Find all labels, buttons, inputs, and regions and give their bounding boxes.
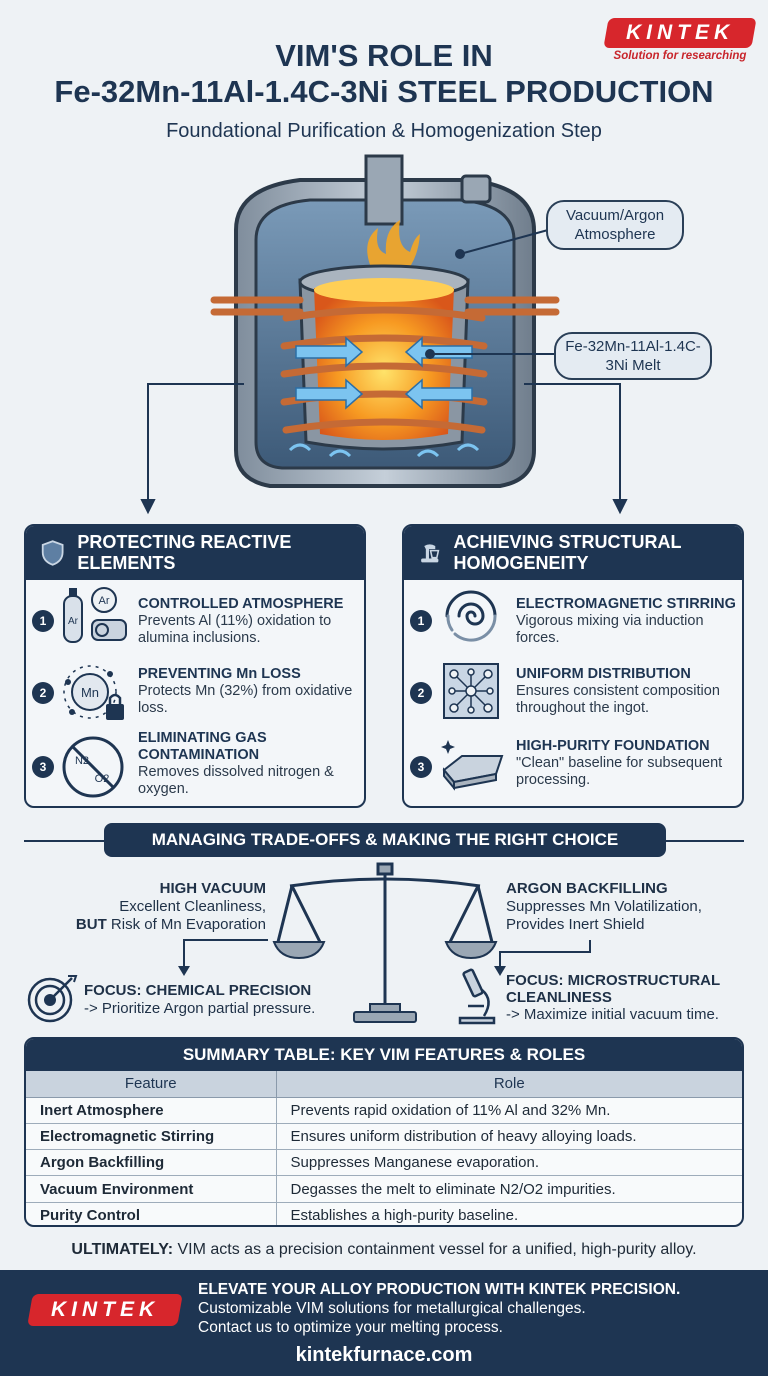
item-number: 3 — [32, 756, 54, 778]
item-number: 3 — [410, 756, 432, 778]
shield-icon — [41, 540, 64, 566]
gas-cylinder-pump-icon: Ar Ar — [63, 587, 127, 643]
tradeoff-banner: MANAGING TRADE-OFFS & MAKING THE RIGHT C… — [104, 823, 666, 857]
focus-chemical-precision: FOCUS: CHEMICAL PRECISION -> Prioritize … — [84, 982, 374, 1018]
target-icon — [27, 975, 78, 1023]
ultimately-statement: ULTIMATELY: VIM acts as a precision cont… — [0, 1241, 768, 1259]
tradeoff-arrows — [178, 939, 591, 976]
panel-title: PROTECTING REACTIVE ELEMENTS — [77, 532, 292, 573]
table-row: Argon Backfilling Suppresses Manganese e… — [26, 1149, 742, 1177]
table-cell-role: Establishes a high-purity baseline. — [290, 1207, 519, 1225]
item-desc: Protects Mn (32%) from oxidative loss. — [138, 683, 353, 716]
table-title: SUMMARY TABLE: KEY VIM FEATURES & ROLES — [26, 1039, 742, 1071]
vim-furnace-illustration — [140, 154, 628, 515]
item-desc: Ensures consistent composition throughou… — [516, 683, 720, 716]
footer-url-link[interactable]: kintekfurnace.com — [295, 1344, 473, 1366]
swirl-icon — [445, 590, 497, 642]
high-vacuum-block: HIGH VACUUM Excellent Cleanliness, BUT R… — [40, 880, 266, 934]
footer-line2: Contact us to optimize your melting proc… — [198, 1319, 503, 1336]
mn-atom-lock-icon: Mn — [63, 665, 124, 720]
table-row: Vacuum Environment Degasses the melt to … — [26, 1175, 742, 1203]
item-desc: Vigorous mixing via induction forces. — [516, 613, 704, 646]
high-vacuum-title: HIGH VACUUM — [159, 880, 266, 897]
callout-atmosphere: Vacuum/Argon Atmosphere — [546, 200, 684, 250]
table-cell-feature: Purity Control — [26, 1202, 277, 1225]
argon-line1: Suppresses Mn Volatilization, — [506, 898, 702, 915]
icon-label-o2: O2 — [95, 773, 110, 785]
balance-scale-icon — [272, 862, 498, 1023]
no-n2-o2-icon: N2 O2 — [62, 736, 124, 798]
page-title-line2: Fe-32Mn-11Al-1.4C-3Ni STEEL PRODUCTION — [54, 74, 714, 109]
ultimately-lead: ULTIMATELY: — [71, 1241, 174, 1258]
vacuum-port — [460, 174, 492, 204]
footer-line1: Customizable VIM solutions for metallurg… — [198, 1300, 586, 1317]
mixer-icon — [421, 544, 440, 563]
table-row: Inert Atmosphere Prevents rapid oxidatio… — [26, 1097, 742, 1124]
icon-label-ar: Ar — [99, 595, 110, 607]
focus-right-desc: -> Maximize initial vacuum time. — [506, 1006, 719, 1023]
high-vacuum-line2: Risk of Mn Evaporation — [110, 916, 266, 933]
item-desc: Removes dissolved nitrogen & oxygen. — [138, 764, 334, 797]
charging-pipe — [364, 154, 404, 226]
argon-title: ARGON BACKFILLING — [506, 880, 668, 897]
panel-title: ACHIEVING STRUCTURAL HOMOGENEITY — [453, 532, 682, 573]
focus-microstructural-cleanliness: FOCUS: MICROSTRUCTURAL CLEANLINESS -> Ma… — [506, 972, 746, 1023]
icon-label-ar: Ar — [68, 616, 79, 627]
footer-logo-text: KINTEK — [50, 1298, 160, 1321]
kintek-logo[interactable]: KINTEK Solution for researching — [603, 18, 757, 64]
stirring-arrows — [295, 336, 473, 410]
focus-right-title: FOCUS: MICROSTRUCTURAL CLEANLINESS — [506, 972, 720, 1006]
item-title: PREVENTING Mn LOSS — [138, 666, 301, 682]
microscope-icon — [458, 968, 496, 1025]
callout-melt: Fe-32Mn-11Al-1.4C-3Ni Melt — [554, 332, 712, 380]
induction-coil — [210, 296, 560, 434]
table-cell-feature: Inert Atmosphere — [26, 1097, 277, 1124]
logo-tagline: Solution for researching — [613, 50, 747, 62]
flame-icon — [367, 220, 420, 274]
item-number: 2 — [32, 682, 54, 704]
ultimately-text: VIM acts as a precision containment vess… — [177, 1241, 697, 1258]
focus-left-desc: -> Prioritize Argon partial pressure. — [84, 1000, 316, 1017]
item-title: UNIFORM DISTRIBUTION — [516, 666, 691, 682]
table-cell-feature: Argon Backfilling — [26, 1149, 277, 1177]
focus-left-title: FOCUS: CHEMICAL PRECISION — [84, 982, 312, 999]
table-cell-feature: Electromagnetic Stirring — [26, 1123, 277, 1151]
argon-line2: Provides Inert Shield — [506, 916, 645, 933]
table-row: Electromagnetic Stirring Ensures uniform… — [26, 1123, 742, 1151]
footer-text-block: ELEVATE YOUR ALLOY PRODUCTION WITH KINTE… — [198, 1280, 758, 1337]
table-cell-feature: Vacuum Environment — [26, 1175, 277, 1203]
summary-table: SUMMARY TABLE: KEY VIM FEATURES & ROLES … — [24, 1037, 744, 1227]
item-title: ELECTROMAGNETIC STIRRING — [516, 596, 736, 612]
item-title: ELIMINATING GAS CONTAMINATION — [138, 730, 267, 763]
ingot-icon — [441, 740, 504, 791]
table-cell-role: Degasses the melt to eliminate N2/O2 imp… — [276, 1175, 742, 1203]
table-header-feature: Feature — [26, 1071, 277, 1098]
page-title-line1: VIM'S ROLE IN — [275, 38, 493, 73]
table-header-role: Role — [276, 1071, 742, 1098]
item-title: CONTROLLED ATMOSPHERE — [138, 596, 344, 612]
footer-kintek-logo[interactable]: KINTEK — [27, 1294, 183, 1326]
footer-headline: ELEVATE YOUR ALLOY PRODUCTION WITH KINTE… — [198, 1281, 681, 1298]
argon-backfilling-block: ARGON BACKFILLING Suppresses Mn Volatili… — [506, 880, 746, 934]
item-desc: "Clean" baseline for subsequent processi… — [516, 755, 723, 788]
table-cell-role: Suppresses Manganese evaporation. — [276, 1149, 742, 1177]
flow-swirls — [288, 443, 480, 458]
table-cell-role: Ensures uniform distribution of heavy al… — [276, 1123, 742, 1151]
item-number: 2 — [410, 682, 432, 704]
item-number: 1 — [32, 610, 54, 632]
table-row: Purity Control Establishes a high-purity… — [26, 1202, 742, 1225]
item-desc: Prevents Al (11%) oxidation to alumina i… — [138, 613, 332, 646]
page-subtitle: Foundational Purification & Homogenizati… — [166, 120, 602, 142]
icon-label-mn: Mn — [81, 685, 99, 700]
table-cell-role: Prevents rapid oxidation of 11% Al and 3… — [276, 1097, 742, 1124]
lattice-icon — [443, 663, 499, 719]
item-number: 1 — [410, 610, 432, 632]
item-title: HIGH-PURITY FOUNDATION — [516, 738, 710, 754]
high-vacuum-line1: Excellent Cleanliness, — [119, 898, 266, 915]
high-vacuum-but: BUT — [75, 916, 107, 933]
icon-label-n2: N2 — [75, 755, 89, 767]
